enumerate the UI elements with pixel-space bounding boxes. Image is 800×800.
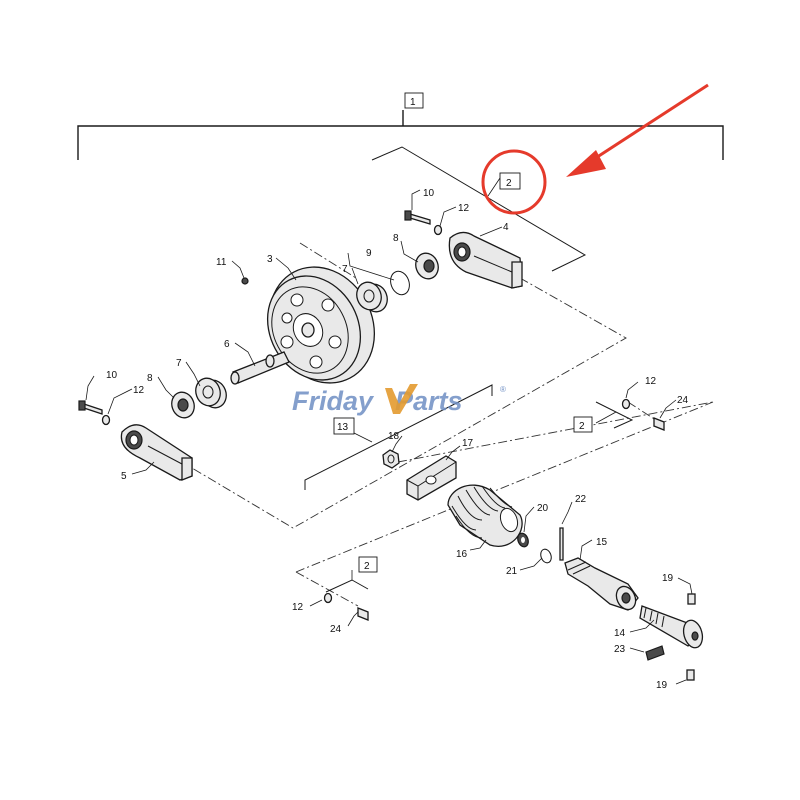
bracket-arm-5 xyxy=(120,424,193,481)
pin-22 xyxy=(559,527,564,561)
callout-8-left: 8 xyxy=(147,373,153,384)
bushing-7-left xyxy=(195,377,227,409)
callout-12-left: 12 xyxy=(133,385,145,396)
shaft-6 xyxy=(230,351,290,385)
idler-wheel-3 xyxy=(266,266,376,384)
callout-22: 22 xyxy=(575,494,587,505)
callout-14: 14 xyxy=(614,628,626,639)
bolt-24-right xyxy=(653,417,665,431)
arrow-icon xyxy=(566,83,709,177)
bolt-10-left xyxy=(78,400,103,415)
callout-12-top: 12 xyxy=(458,203,470,214)
callout-4: 4 xyxy=(503,222,509,233)
spring-16 xyxy=(447,484,523,547)
watermark-part1: Friday xyxy=(292,386,375,416)
bracket-arm-4 xyxy=(448,231,523,289)
seal-8-left xyxy=(171,391,195,419)
screw-19-bottom xyxy=(686,669,695,681)
assembly-bracket: 1 xyxy=(77,92,724,160)
block-17 xyxy=(406,455,457,501)
callout-17: 17 xyxy=(462,438,474,449)
highlight-circle xyxy=(481,149,547,215)
subassembly-2-bracket-top: 2 xyxy=(371,146,587,272)
leader-lines xyxy=(85,189,693,685)
callout-10-top: 10 xyxy=(423,188,435,199)
watermark-registered: ® xyxy=(500,385,506,394)
callout-24-right: 24 xyxy=(677,395,689,406)
callout-24-bottom: 24 xyxy=(330,624,342,635)
nut-18 xyxy=(382,449,400,469)
callout-9: 9 xyxy=(366,248,372,259)
subassembly-2-bracket-right: 2 xyxy=(573,401,634,433)
callout-13: 13 xyxy=(337,422,349,433)
subassembly-13-bracket: 13 xyxy=(304,384,493,490)
bolt-24-bottom xyxy=(357,607,369,621)
washer-12-right xyxy=(621,398,631,410)
callout-16: 16 xyxy=(456,549,468,560)
washer-12-left xyxy=(101,414,111,426)
highlight-annotation xyxy=(481,83,709,215)
callout-2-top: 2 xyxy=(506,178,512,189)
callout-18: 18 xyxy=(388,431,400,442)
subassembly-2-bracket-bottom: 2 xyxy=(325,556,378,593)
callout-12-bottom: 12 xyxy=(292,602,304,613)
callout-10-left: 10 xyxy=(106,370,118,381)
callout-6: 6 xyxy=(224,339,230,350)
callout-11: 11 xyxy=(216,257,227,268)
callout-3: 3 xyxy=(267,254,273,265)
callout-19-bottom: 19 xyxy=(656,680,668,691)
callout-8-right: 8 xyxy=(393,233,399,244)
callout-1: 1 xyxy=(410,97,416,108)
washer-12-bottom xyxy=(323,592,333,604)
callout-15: 15 xyxy=(596,537,608,548)
callout-23: 23 xyxy=(614,644,626,655)
callout-20: 20 xyxy=(537,503,549,514)
plug-11 xyxy=(241,277,249,285)
callout-12-right: 12 xyxy=(645,376,657,387)
callout-21: 21 xyxy=(506,566,518,577)
washer-12-top xyxy=(433,224,443,236)
grease-fitting-23 xyxy=(645,645,665,661)
callout-2-right: 2 xyxy=(579,421,585,432)
callout-numbers: 10 12 4 8 9 7 3 11 6 7 8 10 12 5 12 24 1… xyxy=(106,188,689,691)
bushing-7-right xyxy=(356,281,388,313)
seal-8-right xyxy=(415,252,439,280)
snap-ring-9 xyxy=(390,270,410,296)
callout-19-top: 19 xyxy=(662,573,674,584)
callout-5: 5 xyxy=(121,471,127,482)
screw-19-top xyxy=(687,593,696,605)
rod-15 xyxy=(564,557,639,611)
bolt-10-top xyxy=(404,210,431,225)
bolt-14 xyxy=(639,605,704,649)
assembly-centerlines xyxy=(191,242,714,607)
callout-7-left: 7 xyxy=(176,358,182,369)
callout-7-right: 7 xyxy=(342,264,348,275)
callout-2-bottom: 2 xyxy=(364,561,370,572)
ring-21 xyxy=(540,548,552,564)
ring-20 xyxy=(517,532,529,548)
